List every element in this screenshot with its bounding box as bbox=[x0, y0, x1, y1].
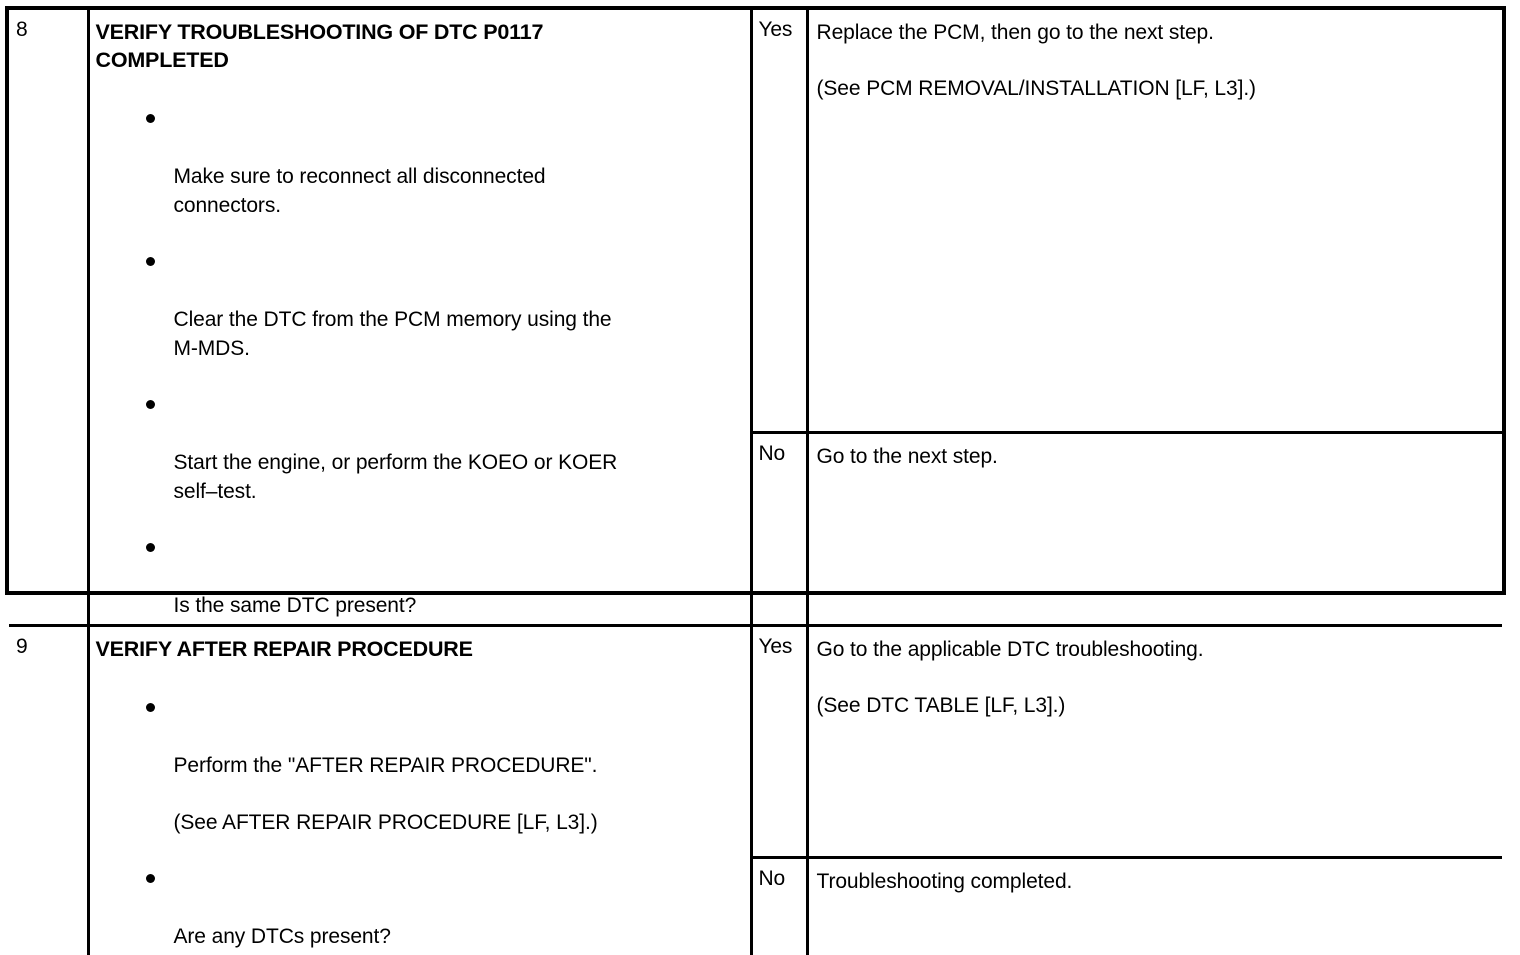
action-bullet-list: Make sure to reconnect all disconnected … bbox=[96, 104, 742, 620]
action-bullet-list: Perform the "AFTER REPAIR PROCEDURE". (S… bbox=[96, 693, 742, 951]
list-item-note: (See AFTER REPAIR PROCEDURE [LF, L3].) bbox=[96, 808, 742, 837]
list-item-text: Is the same DTC present? bbox=[174, 594, 417, 617]
list-item-text: Start the engine, or perform the KOEO or… bbox=[174, 451, 618, 503]
dtc-troubleshooting-table: 8 VERIFY TROUBLESHOOTING OF DTC P0117 CO… bbox=[5, 6, 1506, 595]
action-cell-9: VERIFY AFTER REPAIR PROCEDURE Perform th… bbox=[88, 626, 751, 955]
list-item-text: Clear the DTC from the PCM memory using … bbox=[174, 308, 612, 360]
list-item: Start the engine, or perform the KOEO or… bbox=[96, 390, 742, 506]
result-text: Troubleshooting completed. bbox=[817, 867, 1497, 896]
step-number-cell-8: 8 bbox=[9, 10, 88, 626]
troubleshooting-table-page: 8 VERIFY TROUBLESHOOTING OF DTC P0117 CO… bbox=[0, 0, 1520, 602]
answer-label-no: No bbox=[753, 434, 806, 465]
answer-label-cell-9-no: No bbox=[751, 857, 807, 955]
result-cell-8-yes: Replace the PCM, then go to the next ste… bbox=[807, 10, 1502, 433]
list-item: Are any DTCs present? bbox=[96, 864, 742, 951]
action-title: VERIFY AFTER REPAIR PROCEDURE bbox=[96, 635, 742, 663]
bullet-dot-icon bbox=[146, 400, 155, 409]
list-item-text: Make sure to reconnect all disconnected … bbox=[174, 165, 546, 217]
bullet-dot-icon bbox=[146, 543, 155, 552]
bullet-dot-icon bbox=[146, 703, 155, 712]
step-number: 9 bbox=[9, 627, 87, 658]
list-item-text: Perform the "AFTER REPAIR PROCEDURE". bbox=[174, 754, 598, 777]
list-item-text: Are any DTCs present? bbox=[174, 925, 391, 948]
answer-label-yes: Yes bbox=[753, 627, 806, 658]
answer-label-no: No bbox=[753, 859, 806, 890]
answer-label-cell-8-yes: Yes bbox=[751, 10, 807, 433]
result-cell-9-yes: Go to the applicable DTC troubleshooting… bbox=[807, 626, 1502, 858]
result-text: Go to the applicable DTC troubleshooting… bbox=[817, 635, 1497, 664]
result-text: Replace the PCM, then go to the next ste… bbox=[817, 18, 1497, 47]
table-row: 9 VERIFY AFTER REPAIR PROCEDURE Perform … bbox=[9, 626, 1502, 858]
result-text: Go to the next step. bbox=[817, 442, 1497, 471]
bullet-dot-icon bbox=[146, 257, 155, 266]
answer-label-cell-9-yes: Yes bbox=[751, 626, 807, 858]
action-cell-8: VERIFY TROUBLESHOOTING OF DTC P0117 COMP… bbox=[88, 10, 751, 626]
bullet-dot-icon bbox=[146, 114, 155, 123]
list-item: Is the same DTC present? bbox=[96, 533, 742, 620]
step-number-cell-9: 9 bbox=[9, 626, 88, 955]
action-title: VERIFY TROUBLESHOOTING OF DTC P0117 COMP… bbox=[96, 18, 742, 74]
result-reference: (See PCM REMOVAL/INSTALLATION [LF, L3].) bbox=[817, 74, 1497, 103]
list-item: Make sure to reconnect all disconnected … bbox=[96, 104, 742, 220]
answer-label-yes: Yes bbox=[753, 10, 806, 41]
list-item: Clear the DTC from the PCM memory using … bbox=[96, 247, 742, 363]
list-item: Perform the "AFTER REPAIR PROCEDURE". bbox=[96, 693, 742, 780]
result-cell-8-no: Go to the next step. bbox=[807, 433, 1502, 626]
step-number: 8 bbox=[9, 10, 87, 41]
result-reference: (See DTC TABLE [LF, L3].) bbox=[817, 691, 1497, 720]
bullet-dot-icon bbox=[146, 874, 155, 883]
table-row: 8 VERIFY TROUBLESHOOTING OF DTC P0117 CO… bbox=[9, 10, 1502, 433]
result-cell-9-no: Troubleshooting completed. bbox=[807, 857, 1502, 955]
answer-label-cell-8-no: No bbox=[751, 433, 807, 626]
